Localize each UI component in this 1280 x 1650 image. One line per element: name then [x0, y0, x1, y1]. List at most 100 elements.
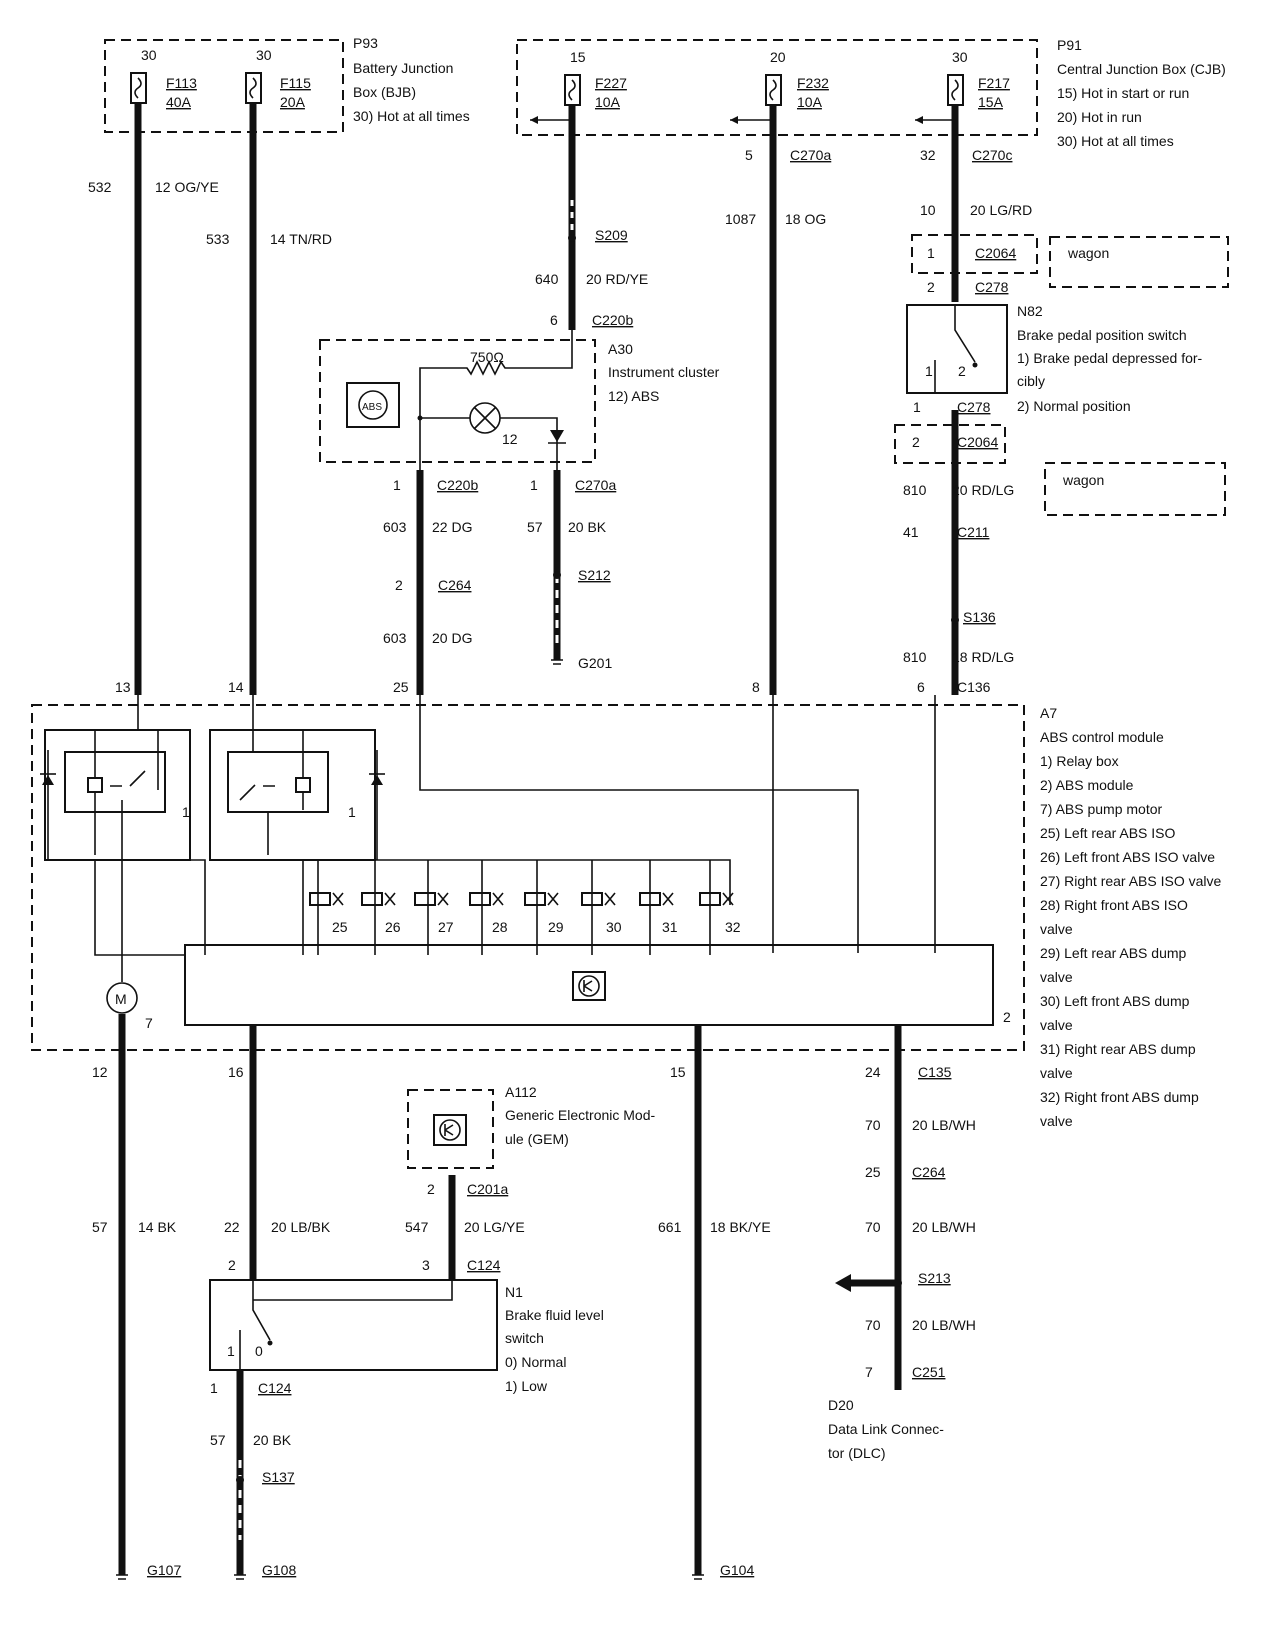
- fuse-f217: 30 F217 15A: [947, 49, 1010, 110]
- svg-text:1: 1: [913, 399, 921, 415]
- connector-c220b: C220b: [592, 312, 633, 328]
- svg-text:N82: N82: [1017, 303, 1043, 319]
- wagon-connector-box-bottom: [894, 424, 1006, 464]
- solenoid-valve-icon: [361, 892, 396, 906]
- svg-text:Data Link Connec-: Data Link Connec-: [828, 1421, 944, 1437]
- svg-text:20 RD/LG: 20 RD/LG: [952, 482, 1014, 498]
- wagon-note-top: [1049, 236, 1229, 288]
- svg-text:A112: A112: [505, 1084, 537, 1100]
- p91-label: P91 Central Junction Box (CJB) 15) Hot i…: [1057, 37, 1226, 149]
- switch-icon: 1 0: [227, 1280, 453, 1370]
- svg-text:2: 2: [958, 363, 966, 379]
- svg-text:1: 1: [925, 363, 933, 379]
- svg-text:30) Hot at all times: 30) Hot at all times: [353, 108, 470, 124]
- svg-text:P91: P91: [1057, 37, 1082, 53]
- connector-c251: C251: [912, 1364, 946, 1380]
- splice-s212: S212: [578, 567, 611, 583]
- svg-text:valve: valve: [1040, 1113, 1073, 1129]
- fuse-name: F115: [280, 75, 311, 91]
- svg-text:ule (GEM): ule (GEM): [505, 1131, 569, 1147]
- svg-text:750Ω: 750Ω: [470, 349, 504, 365]
- svg-text:20 LB/WH: 20 LB/WH: [912, 1317, 976, 1333]
- svg-text:20) Hot in run: 20) Hot in run: [1057, 109, 1142, 125]
- svg-text:661: 661: [658, 1219, 682, 1235]
- svg-text:31: 31: [662, 919, 678, 935]
- p93-label: P93 Battery Junction Box (BJB) 30) Hot a…: [353, 35, 470, 124]
- svg-text:15: 15: [670, 1064, 686, 1080]
- fuse-name: F232: [797, 75, 829, 91]
- svg-text:20 LG/YE: 20 LG/YE: [464, 1219, 525, 1235]
- fuse-f113: 30 F113 40A: [130, 47, 197, 110]
- svg-text:30) Hot at all times: 30) Hot at all times: [1057, 133, 1174, 149]
- transistor-module-icon: [572, 971, 606, 1001]
- relay-icon: [227, 730, 329, 855]
- diode-icon: [369, 750, 385, 860]
- svg-text:0) Normal: 0) Normal: [505, 1354, 566, 1370]
- svg-text:1: 1: [348, 804, 356, 820]
- svg-text:20 BK: 20 BK: [253, 1432, 292, 1448]
- wire-spec: 20 LG/RD: [970, 202, 1032, 218]
- svg-text:57: 57: [527, 519, 543, 535]
- a112-label: A112 Generic Electronic Mod- ule (GEM): [505, 1084, 656, 1147]
- fuse-f232: 20 F232 10A: [765, 49, 829, 110]
- wagon-label: wagon: [1062, 472, 1104, 488]
- splice-s137: S137: [262, 1469, 295, 1485]
- svg-text:7: 7: [145, 1015, 153, 1031]
- fuse-pin: 30: [141, 47, 157, 63]
- svg-text:14: 14: [228, 679, 244, 695]
- svg-text:1) Low: 1) Low: [505, 1378, 548, 1394]
- wire-spec: 20 RD/YE: [586, 271, 648, 287]
- svg-text:25) Left rear ABS ISO: 25) Left rear ABS ISO: [1040, 825, 1176, 841]
- svg-text:A30: A30: [608, 341, 633, 357]
- svg-text:valve: valve: [1040, 921, 1073, 937]
- valve-bank: 25 26 27 28 29 30 31 32: [309, 860, 741, 955]
- resistor-icon: 750Ω: [419, 330, 573, 470]
- svg-text:M: M: [115, 991, 127, 1007]
- svg-text:7: 7: [865, 1364, 873, 1380]
- abs-control-module: [31, 704, 1025, 1051]
- connector-c136: C136: [957, 679, 991, 695]
- wire-circuit: 532: [88, 179, 112, 195]
- svg-text:20 DG: 20 DG: [432, 630, 472, 646]
- arrow-icon: [835, 1274, 851, 1292]
- svg-text:32: 32: [725, 919, 741, 935]
- connector-c264: C264: [438, 577, 472, 593]
- switch-icon: 1 2: [925, 305, 978, 393]
- relay-box-1: [44, 729, 191, 861]
- svg-text:2: 2: [912, 434, 920, 450]
- svg-text:1: 1: [927, 245, 935, 261]
- svg-text:1: 1: [182, 804, 190, 820]
- svg-text:20 LB/BK: 20 LB/BK: [271, 1219, 331, 1235]
- solenoid-valve-icon: [524, 892, 559, 906]
- svg-text:15) Hot in start or run: 15) Hot in start or run: [1057, 85, 1189, 101]
- svg-text:valve: valve: [1040, 1065, 1073, 1081]
- wagon-note-bottom: [1044, 462, 1226, 516]
- svg-text:Generic Electronic Mod-: Generic Electronic Mod-: [505, 1107, 656, 1123]
- abs-warning-icon: ABS: [346, 382, 400, 428]
- fuse-rating: 10A: [797, 94, 823, 110]
- svg-text:switch: switch: [505, 1330, 544, 1346]
- ground-icon: [692, 1574, 704, 1580]
- connector-c124-lower: C124: [258, 1380, 292, 1396]
- diode-icon: [40, 750, 56, 860]
- svg-text:24: 24: [865, 1064, 881, 1080]
- svg-text:57: 57: [210, 1432, 226, 1448]
- svg-text:A7: A7: [1040, 705, 1057, 721]
- svg-text:603: 603: [383, 630, 407, 646]
- fuse-name: F227: [595, 75, 627, 91]
- svg-text:20 LB/WH: 20 LB/WH: [912, 1117, 976, 1133]
- svg-text:547: 547: [405, 1219, 429, 1235]
- svg-text:70: 70: [865, 1117, 881, 1133]
- svg-text:70: 70: [865, 1317, 881, 1333]
- svg-text:2: 2: [927, 279, 935, 295]
- connector-c270a: C270a: [790, 147, 831, 163]
- ground-g201: G201: [578, 655, 612, 671]
- svg-text:ABS: ABS: [362, 402, 382, 413]
- svg-text:30) Left front ABS dump: 30) Left front ABS dump: [1040, 993, 1190, 1009]
- wire-circuit: 1087: [725, 211, 756, 227]
- ground-icon: [116, 1574, 128, 1580]
- svg-text:D20: D20: [828, 1397, 854, 1413]
- svg-text:6: 6: [550, 312, 558, 328]
- motor-icon: M 7: [106, 950, 153, 1050]
- svg-text:ABS control module: ABS control module: [1040, 729, 1164, 745]
